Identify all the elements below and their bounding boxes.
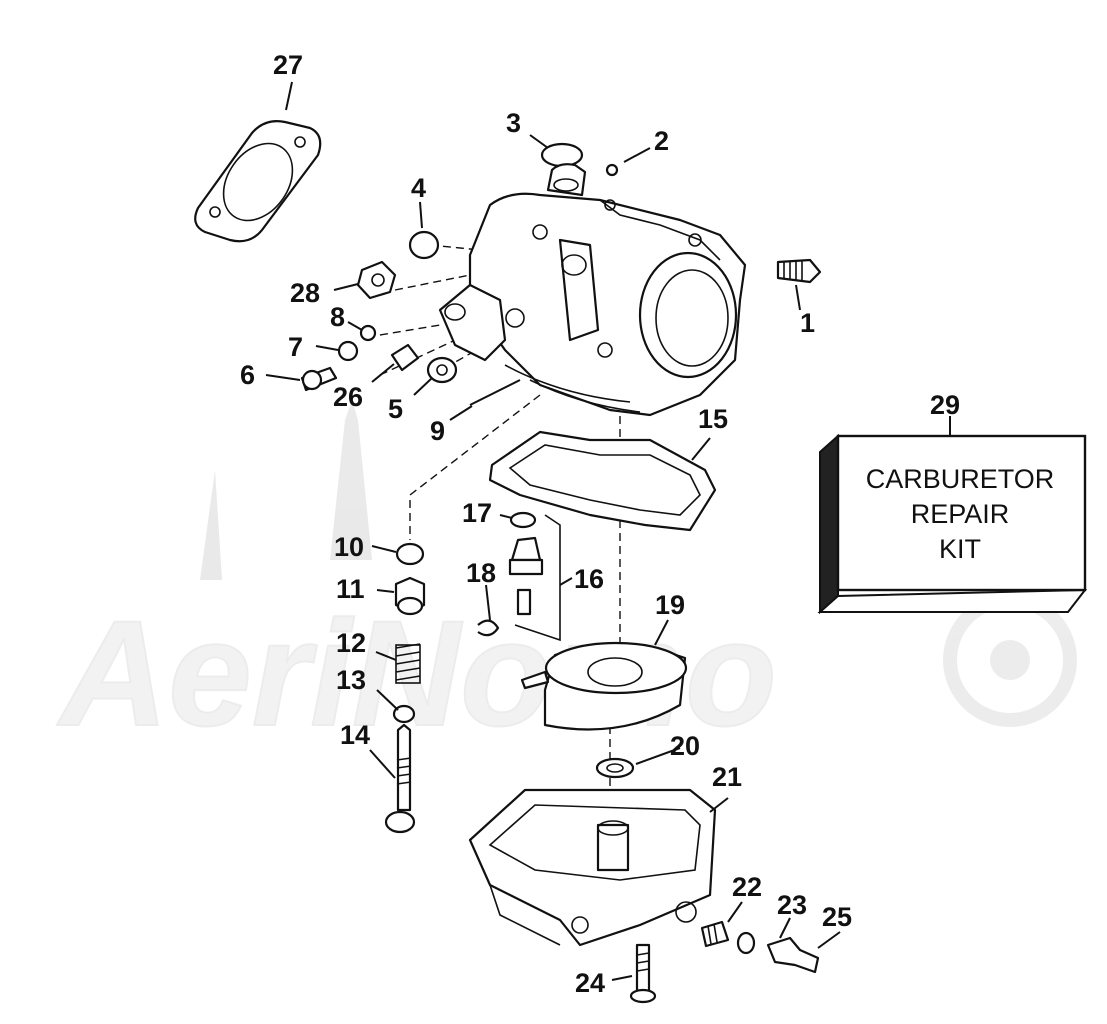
part-12-spring [395,643,421,684]
part-17-o-ring [509,511,537,529]
part-1-screw [776,258,822,284]
callout-24: 24 [575,968,605,998]
callout-1: 1 [800,308,815,338]
kit-label-line1: CARBURETOR [866,464,1055,494]
part-18-clip [477,619,500,637]
callout-20: 20 [670,731,700,761]
part-11-plug [394,576,426,616]
part-9-pin [469,379,521,406]
callout-17: 17 [462,498,492,528]
part-29-repair-kit-box: CARBURETOR REPAIR KIT [817,433,1088,615]
callout-19: 19 [655,590,685,620]
part-8-clip [359,324,377,342]
part-14-needle-screw [384,723,416,834]
part-22-screw [700,920,730,948]
part-20-washer [595,757,635,779]
callout-4: 4 [411,173,426,203]
callout-23: 23 [777,890,807,920]
part-5-washer [426,356,458,384]
part-carburetor-body [438,163,747,417]
part-26-bushing [390,343,420,372]
callout-28: 28 [290,278,320,308]
callout-29: 29 [930,390,960,420]
kit-label-line3: KIT [939,534,981,564]
callout-12: 12 [336,628,366,658]
part-7-washer [337,340,359,362]
part-19-float [520,641,688,731]
callout-10: 10 [334,532,364,562]
callout-11: 11 [336,574,365,604]
callout-14: 14 [340,720,370,750]
part-25-fitting [766,936,820,974]
callout-21: 21 [712,762,742,792]
callout-labels: 27 3 2 4 28 8 7 6 26 5 9 1 15 29 17 10 1… [240,50,960,998]
callout-25: 25 [822,902,852,932]
part-2-ball [605,163,619,177]
callout-22: 22 [732,872,762,902]
watermark: AeriNomo [55,400,1077,758]
callout-7: 7 [288,332,303,362]
callout-27: 27 [273,50,303,80]
callout-26: 26 [333,382,363,412]
part-27-gasket [194,120,322,243]
callout-6: 6 [240,360,255,390]
part-15-gasket [488,430,717,532]
watermark-text: AeriNomo [56,589,777,757]
part-10-washer [395,542,425,566]
part-24-bolt [629,943,657,1004]
callout-5: 5 [388,394,403,424]
part-28-nut [356,260,397,300]
callout-15: 15 [698,404,728,434]
part-21-float-bowl [468,788,717,947]
part-4-plug [408,230,440,260]
callout-18: 18 [466,558,496,588]
part-16-needle-and-seat [508,514,561,642]
part-23-gasket [736,931,756,955]
callout-2: 2 [654,126,669,156]
callout-16: 16 [574,564,604,594]
watermark-spire-icon [330,400,372,560]
callout-3: 3 [506,108,521,138]
callout-9: 9 [430,416,445,446]
kit-label-line2: REPAIR [911,499,1010,529]
part-6-screw [300,366,338,392]
leader-lines [265,81,951,981]
callout-8: 8 [330,302,345,332]
part-13-washer [392,704,416,724]
callout-13: 13 [336,665,366,695]
